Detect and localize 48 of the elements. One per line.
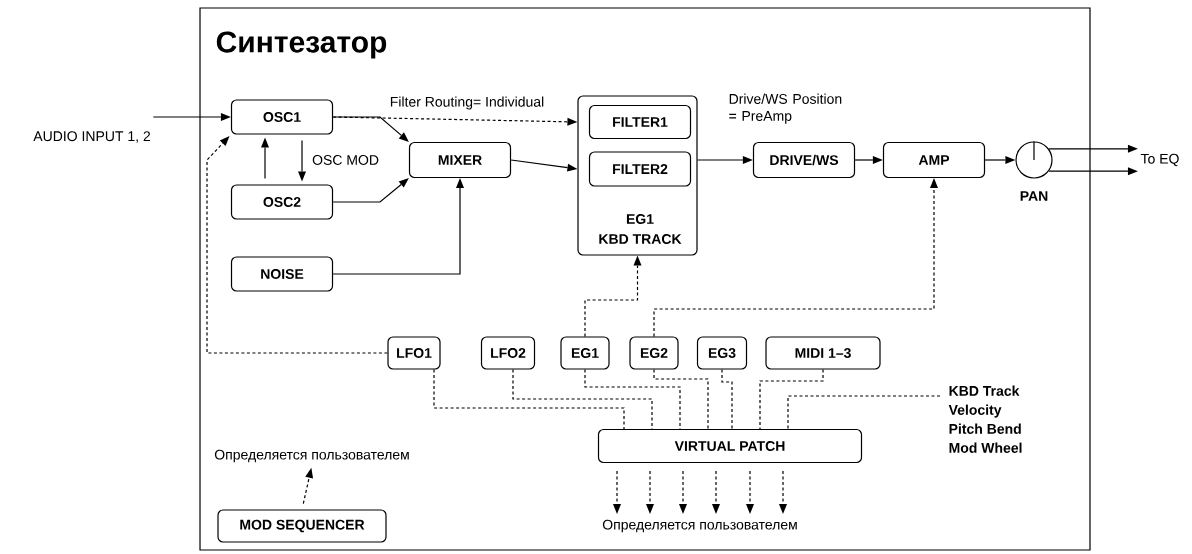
module-box: EG3 <box>696 336 748 370</box>
caption-text: Определяется пользователем <box>602 519 797 533</box>
module-box: MIXER <box>408 141 512 179</box>
arrow <box>613 470 621 515</box>
arrow <box>302 467 314 505</box>
arrow <box>298 140 306 182</box>
module-box: DRIVE/WS <box>752 141 856 179</box>
edge-label: Filter Routing= Individual <box>388 94 546 112</box>
arrow <box>1048 167 1138 176</box>
arrow <box>332 116 578 126</box>
module-box: MOD SEQUENCER <box>217 509 387 543</box>
arrow <box>261 137 269 179</box>
panel-title: Синтезатор <box>216 31 387 59</box>
arrow <box>854 156 883 164</box>
module-box: OSC1 <box>230 99 334 135</box>
arrow <box>984 156 1016 164</box>
arrow <box>779 470 787 515</box>
module-box: OSC2 <box>230 184 334 220</box>
arrow <box>746 470 754 515</box>
source-list: KBD Track Velocity Pitch Bend Mod Wheel <box>948 385 1022 453</box>
caption-text: Определяется пользователем <box>214 449 409 463</box>
module-box: NOISE <box>230 256 334 292</box>
arrow <box>152 113 231 121</box>
arrow <box>653 178 938 337</box>
arrow <box>712 470 720 515</box>
arrow <box>646 470 654 515</box>
arrow <box>332 178 409 203</box>
arrow <box>697 156 753 164</box>
knob-label: PAN <box>1020 191 1048 201</box>
module-box: EG1 <box>560 336 610 370</box>
module-box: AMP <box>882 141 986 179</box>
module-box: MIDI 1–3 <box>765 336 881 370</box>
arrow <box>584 255 642 337</box>
module-box: FILTER2 <box>588 151 692 187</box>
arrow <box>206 136 388 354</box>
arrow <box>1048 144 1138 153</box>
note-text: Drive/WS Position = PreAmp <box>729 93 842 124</box>
caption-text: AUDIO INPUT 1, 2 <box>33 131 151 143</box>
module-box: FILTER1 <box>588 104 692 140</box>
edge-label: OSC MOD <box>310 153 381 167</box>
arrow <box>510 159 578 172</box>
caption-text: To EQ <box>1140 153 1179 167</box>
module-box: LFO2 <box>480 336 536 370</box>
arrow <box>332 178 464 275</box>
arrow <box>679 470 687 515</box>
module-box: EG2 <box>629 336 679 370</box>
module-box: LFO1 <box>387 336 441 370</box>
module-box: VIRTUAL PATCH <box>597 428 863 464</box>
